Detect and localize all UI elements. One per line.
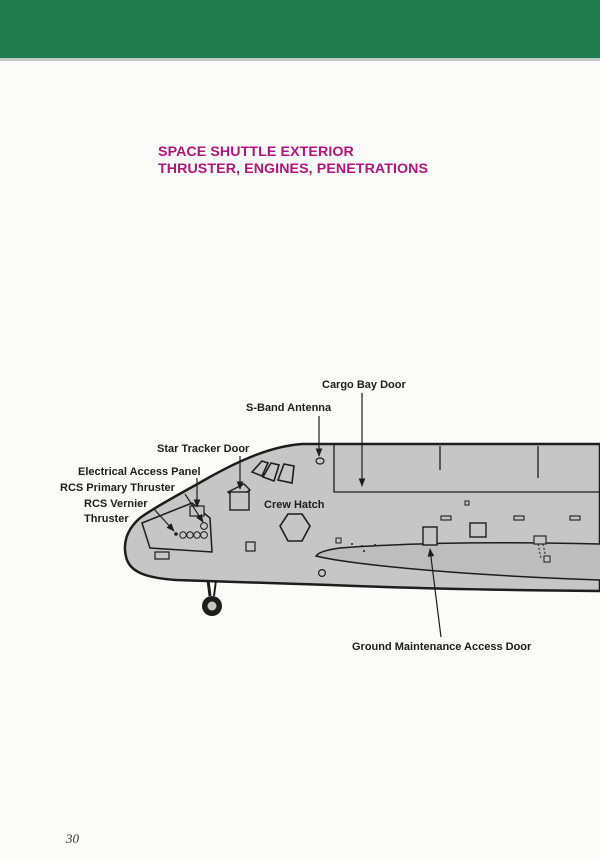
forward-port: [154, 551, 170, 560]
title-line-1: SPACE SHUTTLE EXTERIOR: [158, 144, 354, 160]
page-title: SPACE SHUTTLE EXTERIOR THRUSTER, ENGINES…: [158, 144, 428, 178]
page-number: 30: [66, 831, 79, 846]
vent-dot-1: [351, 543, 353, 545]
vent-dot-2: [361, 545, 363, 547]
label-ground-maintenance-access-door: Ground Maintenance Access Door: [352, 641, 532, 653]
label-rcs-vernier-line2: Thruster: [84, 513, 129, 525]
crew-hatch: [279, 513, 311, 542]
label-cargo-bay-door: Cargo Bay Door: [322, 379, 406, 391]
lower-port: [318, 568, 327, 577]
label-s-band-antenna: S-Band Antenna: [246, 402, 332, 414]
access-panel-large: [469, 522, 487, 538]
label-star-tracker-door: Star Tracker Door: [157, 443, 250, 455]
cockpit-windows: [250, 460, 295, 484]
top-color-band: [0, 0, 600, 61]
s-band-antenna: [315, 457, 325, 465]
leader-rcs-vernier-thruster: [152, 507, 175, 532]
leader-rcs-primary-thruster: [184, 493, 204, 523]
access-slot-2: [513, 515, 525, 521]
star-tracker-door: [226, 483, 252, 511]
nose-landing-gear: [202, 579, 222, 616]
vent-dot-3: [374, 544, 376, 546]
title-line-2: THRUSTER, ENGINES, PENETRATIONS: [158, 161, 429, 177]
rcs-thruster-panel: [141, 502, 213, 553]
access-slot-1: [440, 515, 452, 521]
access-slot-3: [569, 515, 581, 521]
wing-leading-edge: [314, 542, 600, 581]
leader-ground-maintenance-door: [427, 548, 442, 638]
rear-fitting: [533, 535, 551, 563]
vent-dot-4: [363, 550, 365, 552]
side-port: [245, 541, 256, 552]
label-rcs-vernier-line1: RCS Vernier: [84, 498, 148, 510]
vent-square: [335, 537, 342, 544]
label-rcs-primary-thruster: RCS Primary Thruster: [60, 482, 176, 494]
label-electrical-access-panel: Electrical Access Panel: [78, 466, 201, 478]
cargo-bay-door: [333, 444, 600, 493]
label-crew-hatch: Crew Hatch: [264, 499, 325, 511]
ground-maintenance-access-door: [422, 526, 438, 546]
access-dot-1: [464, 500, 470, 506]
